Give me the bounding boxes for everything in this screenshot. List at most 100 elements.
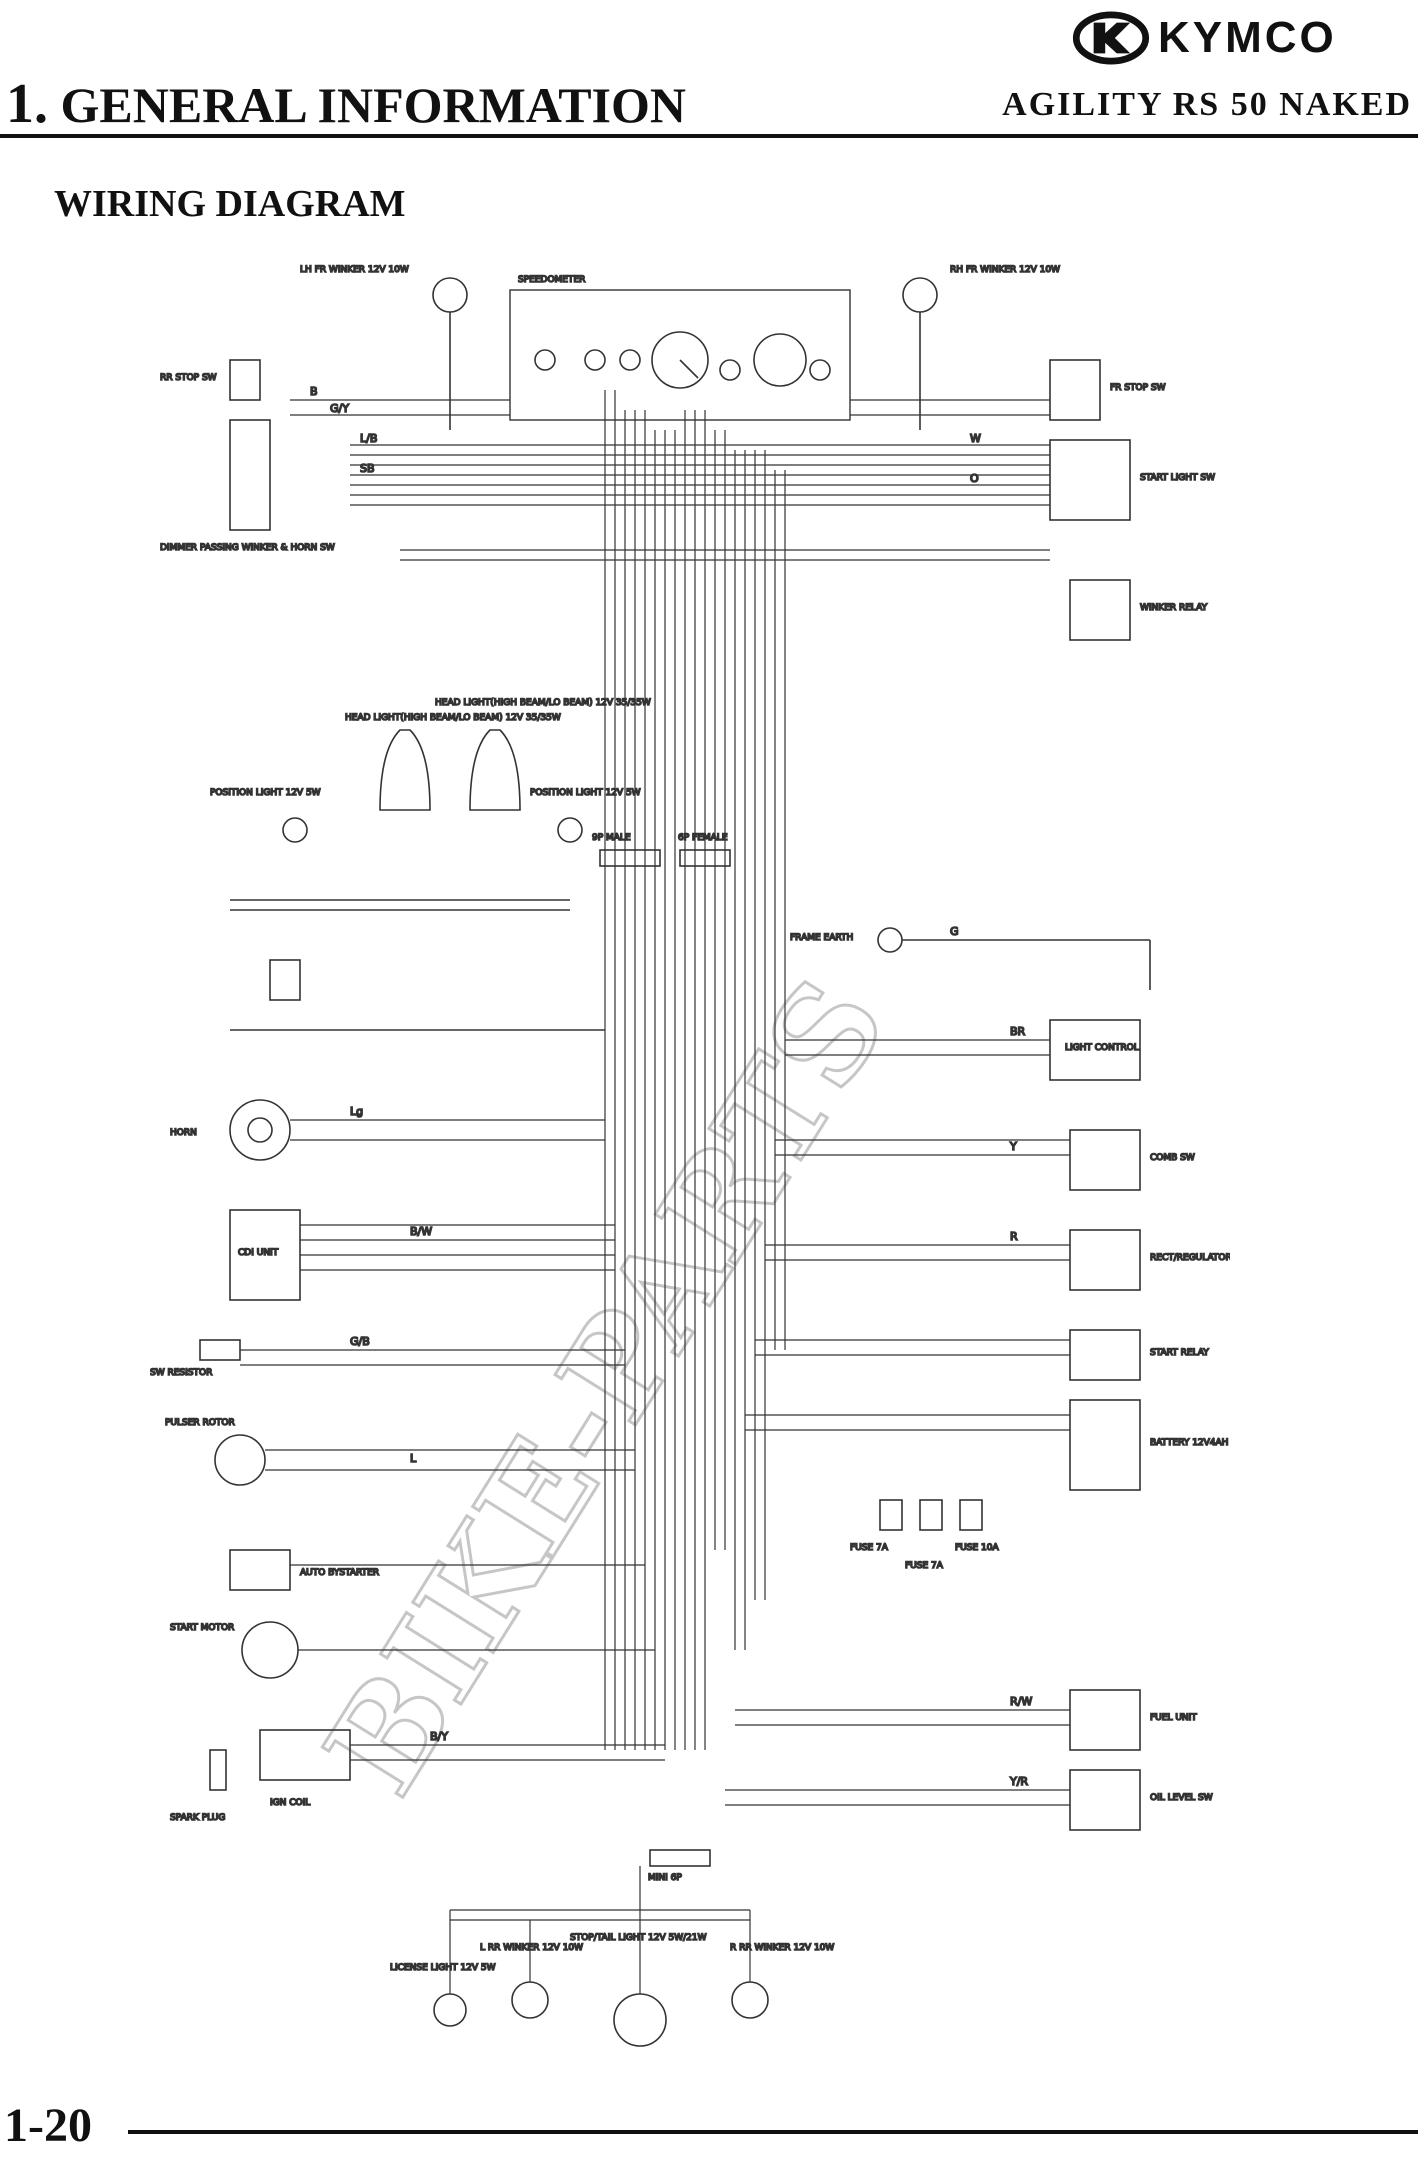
battery-icon: [1069, 1399, 1141, 1491]
wire-code-gy: G/Y: [330, 402, 349, 415]
harness-horizontal-bus-top: [290, 399, 1050, 561]
indicator-lamp-1-icon: [534, 349, 556, 371]
speedometer-gauge-icon: [651, 331, 709, 389]
oil-level-sw-icon: [1069, 1769, 1141, 1831]
connector-mini-6p-icon: [649, 1849, 711, 1867]
start-motor-icon: [241, 1621, 299, 1679]
wire-code-br: BR: [1010, 1025, 1026, 1038]
wire-code-gb: G/B: [350, 1335, 370, 1348]
auto-bystarter-label: AUTO BYSTARTER: [300, 1568, 379, 1578]
wire-code-y: Y: [1009, 1140, 1017, 1153]
stop-tail-light-label: STOP/TAIL LIGHT 12V 5W/21W: [570, 1933, 707, 1943]
l-rr-winker-icon: [511, 1981, 549, 2019]
wire-code-g: G: [950, 925, 959, 938]
wire-code-lb: L/B: [360, 432, 377, 445]
r-rr-winker-icon: [731, 1981, 769, 2019]
ign-coil-label: IGN COIL: [270, 1798, 310, 1808]
speedometer-box: [509, 289, 851, 421]
harness-vertical-bundle: [604, 390, 786, 1750]
footer-rule: [128, 2130, 1418, 2134]
start-relay-icon: [1069, 1329, 1141, 1381]
wire-code-rw: R/W: [1010, 1695, 1032, 1708]
page-number: 1-20: [4, 2099, 92, 2152]
auto-bystarter-icon: [229, 1549, 291, 1591]
title-row: 1. GENERAL INFORMATION AGILITY RS 50 NAK…: [0, 72, 1418, 138]
wiring-diagram-svg: BIKE-PARTS SPEEDOMETER LH FR WINKER 12V …: [150, 264, 1230, 2047]
kymco-logo: KYMCO: [1072, 8, 1412, 68]
kymco-logo-mark-icon: [1072, 11, 1150, 65]
fuel-unit-label: FUEL UNIT: [1150, 1713, 1197, 1723]
headlight-lo-bulb-icon: [379, 729, 431, 811]
rect-regulator-icon: [1069, 1229, 1141, 1291]
position-light-right-label: POSITION LIGHT 12V 5W: [530, 788, 641, 798]
connector-9p-male-icon: [599, 849, 661, 867]
connector-6p-label: 6P FEMALE: [678, 833, 728, 843]
lh-fr-winker-bulb-icon: [432, 277, 468, 313]
horn-center: [247, 1117, 273, 1143]
fuse-10a-icon: [959, 1499, 983, 1531]
spark-plug-label: SPARK PLUG: [170, 1813, 225, 1823]
horn-icon: [229, 1099, 291, 1161]
position-connector-icon: [269, 959, 301, 1001]
frame-earth-label: FRAME EARTH: [790, 933, 853, 943]
brand-name: KYMCO: [1158, 13, 1337, 62]
resistor-label: SW RESISTOR: [150, 1368, 212, 1378]
wire-code-l: L: [410, 1452, 417, 1465]
light-control-label: LIGHT CONTROL: [1065, 1043, 1139, 1053]
connector-9p-label: 9P MALE: [592, 833, 631, 843]
rh-fr-winker-bulb-icon: [902, 277, 938, 313]
speedometer-label: SPEEDOMETER: [518, 275, 585, 285]
frame-earth-icon: [877, 927, 903, 953]
winker-relay-icon: [1069, 579, 1131, 641]
wire-code-lg: Lg: [350, 1105, 363, 1118]
position-light-left-icon: [282, 817, 308, 843]
dimmer-switch-icon: [229, 419, 271, 531]
light-control-icon: [1049, 1019, 1141, 1081]
start-light-sw-icon: [1049, 439, 1131, 521]
fuse-7a-2-label: FUSE 7A: [905, 1561, 944, 1571]
position-light-right-icon: [557, 817, 583, 843]
harness-rear-bus: [449, 1866, 751, 1994]
footer: 1-20: [0, 2098, 1418, 2158]
indicator-lamp-3-icon: [619, 349, 641, 371]
fr-stop-sw-icon: [1049, 359, 1101, 421]
connector-mini-6p-label: MINI 6P: [648, 1873, 682, 1883]
pulser-rotor-icon: [214, 1434, 266, 1486]
horn-label: HORN: [170, 1128, 197, 1138]
wiring-diagram: BIKE-PARTS SPEEDOMETER LH FR WINKER 12V …: [150, 250, 1230, 2070]
comb-sw-icon: [1069, 1129, 1141, 1191]
watermark-text: BIKE-PARTS: [296, 954, 916, 1819]
license-light-icon: [433, 1993, 467, 2027]
connector-6p-female-icon: [679, 849, 731, 867]
license-light-label: LICENSE LIGHT 12V 5W: [390, 1963, 496, 1973]
watermark: BIKE-PARTS: [295, 952, 918, 1820]
wire-code-labels: B G/Y L/B SB W O G BR Y R B/W L Lg G/B B…: [309, 384, 1033, 1789]
battery-label: BATTERY 12V4AH: [1150, 1438, 1228, 1448]
wire-code-sb: SB: [360, 462, 375, 475]
headlight-hi-bulb-icon: [469, 729, 521, 811]
start-light-sw-label: START LIGHT SW: [1140, 473, 1215, 483]
headlight-2-label: HEAD LIGHT(HIGH BEAM/LO BEAM) 12V 35/35W: [435, 698, 651, 708]
header-rule: [0, 134, 1418, 138]
indicator-lamp-4-icon: [719, 359, 741, 381]
pulser-rotor-label: PULSER ROTOR: [165, 1418, 235, 1428]
stop-tail-light-icon: [613, 1993, 667, 2047]
wire-code-bw: B/W: [410, 1225, 432, 1238]
harness-horizontal-bus-left: [240, 1119, 665, 1761]
start-motor-label: START MOTOR: [170, 1623, 234, 1633]
section-number: 1.: [6, 73, 48, 135]
dimmer-switch-label: DIMMER PASSING WINKER & HORN SW: [160, 543, 335, 553]
lh-fr-winker-label: LH FR WINKER 12V 10W: [300, 265, 409, 275]
r-rr-winker-label: R RR WINKER 12V 10W: [730, 1943, 834, 1953]
section-title-text: GENERAL INFORMATION: [60, 77, 687, 133]
rr-stop-sw-label: RR STOP SW: [160, 373, 217, 383]
fuel-meter-gauge-icon: [753, 333, 807, 387]
ign-coil-icon: [259, 1729, 351, 1781]
wire-code-w: W: [970, 432, 981, 445]
l-rr-winker-label: L RR WINKER 12V 10W: [480, 1943, 583, 1953]
wire-code-r: R: [1010, 1230, 1018, 1243]
rh-fr-winker-label: RH FR WINKER 12V 10W: [950, 265, 1060, 275]
speedometer-needle: [679, 359, 699, 379]
harness-horizontal-bus-mid: [725, 1039, 1070, 1806]
fuse-7a-1-label: FUSE 7A: [850, 1543, 889, 1553]
